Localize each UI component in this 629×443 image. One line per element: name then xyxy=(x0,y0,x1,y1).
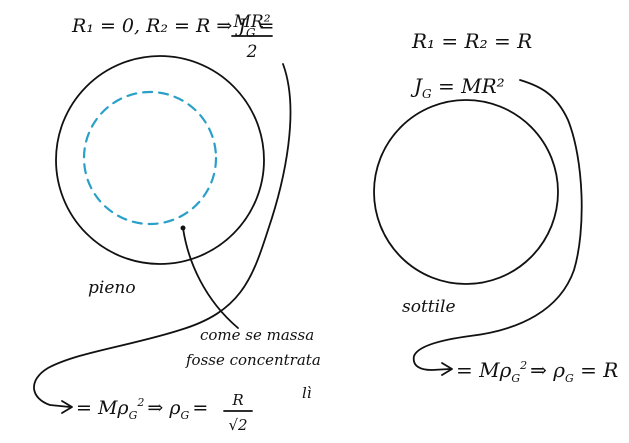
note-line-3: lì xyxy=(302,384,312,402)
left-result-numerator: R xyxy=(231,391,243,409)
note-pointer-line xyxy=(182,227,239,329)
right-formula-j: J xyxy=(410,74,423,98)
left-connector-arrow xyxy=(33,63,292,408)
left-formula-sub: G xyxy=(246,26,256,40)
solid-disc-circle xyxy=(55,55,265,265)
left-formula-main: R₁ = 0, R₂ = R ⇒ J xyxy=(71,15,247,37)
note-line-1: come se massa xyxy=(200,326,314,344)
right-result-line: = MρG2⇒ ρG = R xyxy=(456,358,618,385)
left-formula-eq: = xyxy=(259,15,275,37)
right-formula-sub: G xyxy=(422,87,432,101)
left-result-sub: G xyxy=(129,409,138,422)
left-result-arrow: ⇒ ρ xyxy=(147,397,181,419)
left-connector-arrowhead xyxy=(61,400,73,414)
thin-ring-circle xyxy=(373,99,559,285)
right-formula-line-1: R₁ = R₂ = R xyxy=(411,29,532,53)
right-result-sub: G xyxy=(511,372,520,385)
left-result-eq2: = xyxy=(192,397,208,419)
gyration-radius-dashed-circle xyxy=(82,90,218,226)
right-result-eq: = Mρ xyxy=(456,358,512,382)
right-formula-line-2: JG = MR² xyxy=(410,74,505,101)
left-result-sup: 2 xyxy=(136,396,144,409)
right-result-arrow: ⇒ ρ xyxy=(530,358,565,382)
right-result-rest: = R xyxy=(574,358,619,382)
left-result-sub2: G xyxy=(181,409,190,422)
left-result-line: = MρG2⇒ ρG= xyxy=(76,396,208,422)
left-result-eq: = Mρ xyxy=(76,397,129,419)
thin-label: sottile xyxy=(402,297,456,317)
left-formula-numerator: MR² xyxy=(232,12,270,32)
note-pointer-dot xyxy=(180,225,186,231)
left-formula-denominator: 2 xyxy=(246,42,258,62)
right-result-sub2: G xyxy=(565,372,574,385)
left-diagram: R₁ = 0, R₂ = R ⇒ JG= MR² 2 pieno come se… xyxy=(33,12,321,434)
right-diagram: R₁ = R₂ = R JG = MR² sottile = MρG2⇒ ρG … xyxy=(373,29,618,385)
left-formula-line: R₁ = 0, R₂ = R ⇒ JG= xyxy=(71,15,274,40)
solid-label: pieno xyxy=(88,278,136,298)
right-connector-arrowhead xyxy=(441,362,453,376)
note-line-2: fosse concentrata xyxy=(185,351,321,369)
right-formula-rest: = MR² xyxy=(432,74,505,98)
left-result-denominator: √2 xyxy=(228,416,247,434)
right-result-sup: 2 xyxy=(519,359,527,372)
right-connector-arrow xyxy=(412,79,583,371)
